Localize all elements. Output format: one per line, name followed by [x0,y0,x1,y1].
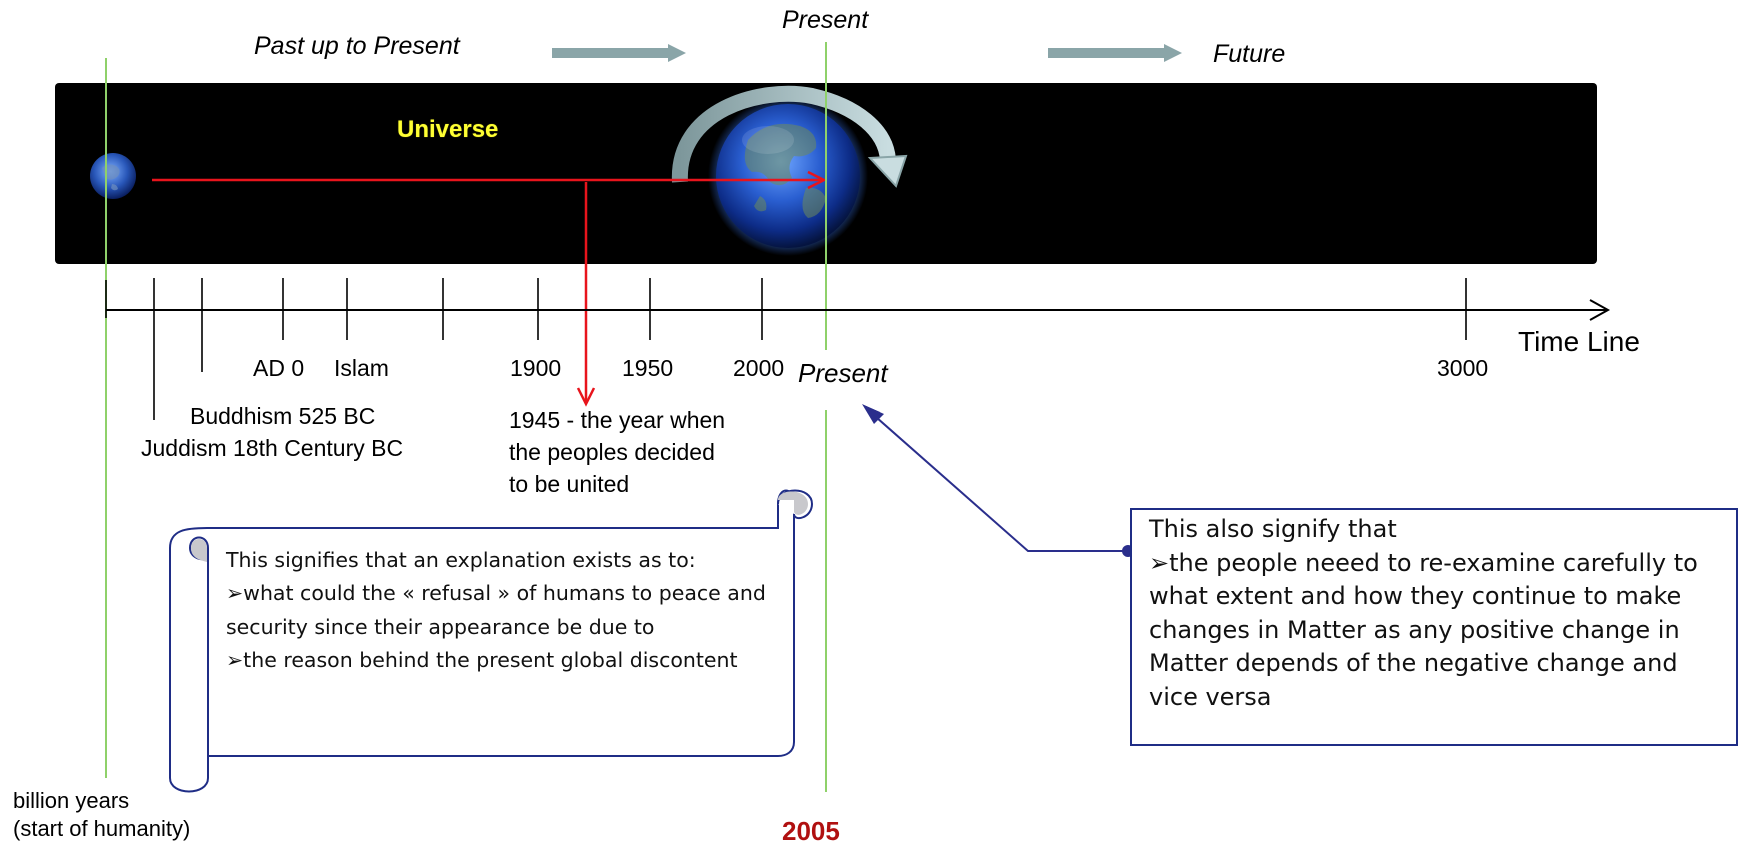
tick-label-ad0: AD 0 [253,355,305,381]
tick-label-judaism: Juddism 18th Century BC [141,435,404,461]
annotation-1945-line3: to be united [509,471,630,497]
box-text: This also signify that ➢the people neeed… [1149,513,1729,715]
tick-label-buddhism: Buddhism 525 BC [190,403,376,429]
scroll-curl-left [191,539,207,562]
tick-label-1900: 1900 [510,355,562,381]
tick-label-1950: 1950 [622,355,674,381]
rotation-arrowhead [867,154,908,188]
tick-label-3000: 3000 [1437,355,1489,381]
present-header: Present [782,6,869,34]
blue-callout-connector [867,409,1128,552]
past-arrow-shaft [552,48,672,58]
blue-callout-arrowhead-tip [862,404,884,424]
scroll-line-2: ➢what could the « refusal » of humans to… [226,581,766,639]
signify-box [1130,508,1738,746]
red-1945-arrowhead [576,387,596,407]
scroll-text: This signifies that an explanation exist… [226,544,771,678]
future-header: Future [1213,40,1286,68]
annotation-1945-line2: the peoples decided [509,439,715,465]
rotation-arrow [671,85,896,183]
present-axis-label: Present [798,358,888,388]
scroll-line-1: This signifies that an explanation exist… [226,548,696,572]
earth-highlight [742,126,794,154]
annotation-1945-line1: 1945 - the year when [509,407,726,433]
scroll-curl-top [778,491,808,515]
box-line-2: ➢the people neeed to re-examine carefull… [1149,548,1698,711]
earth-continents [744,123,826,218]
future-arrowhead [1164,44,1182,62]
universe-label: Universe [397,116,499,143]
past-arrowhead [668,44,686,62]
time-axis-arrowhead [1589,299,1611,321]
future-arrow-shaft [1048,48,1168,58]
tick-label-islam: Islam [334,355,389,381]
scroll-line-3: ➢the reason behind the present global di… [226,648,738,673]
tick-label-2000: 2000 [733,355,785,381]
time-line-title: Time Line [1518,326,1640,357]
past-header: Past up to Present [254,32,460,60]
red-arrowhead-right [807,170,827,190]
box-line-1: This also signify that [1149,515,1397,543]
present-year: 2005 [782,816,840,846]
start-label-line1: billion years [13,788,130,813]
start-label-line2: (start of humanity) [13,816,191,841]
